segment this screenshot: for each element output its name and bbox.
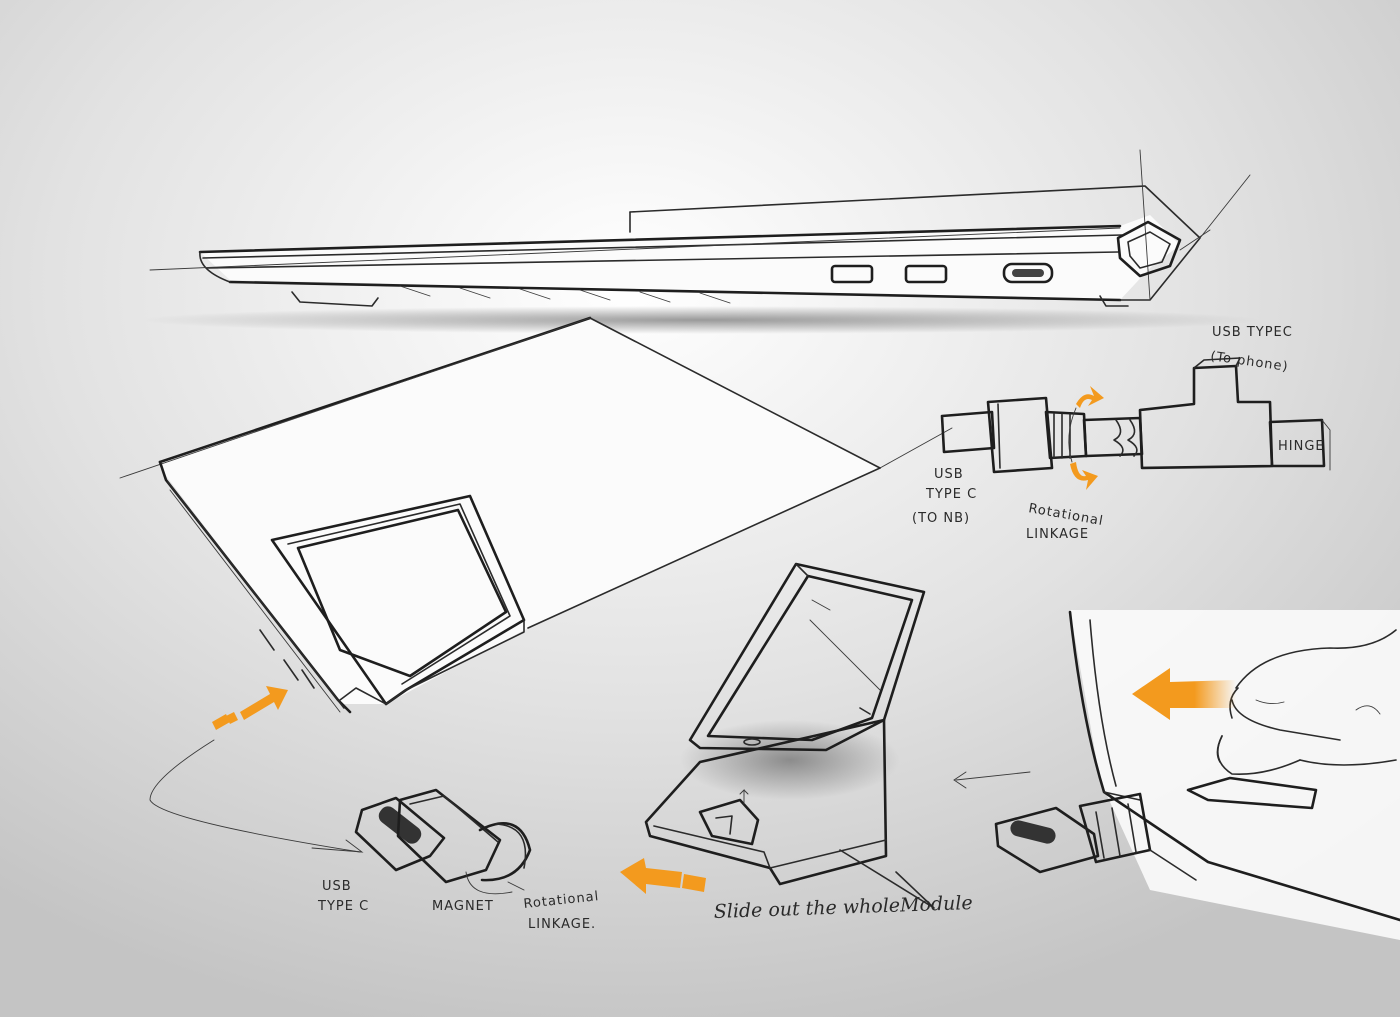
arrow-icon xyxy=(620,858,706,894)
svg-text:USB: USB xyxy=(322,879,352,894)
label-linkage-top: LINKAGE xyxy=(1026,527,1089,542)
label-usb-nb: USB xyxy=(934,467,964,482)
label-usb-typec-phone: USB TYPEC xyxy=(1212,325,1293,340)
laptop-shadow xyxy=(140,306,1260,334)
connector-exploded xyxy=(354,788,532,895)
label-linkage-bottom: LINKAGE. xyxy=(528,917,596,932)
linkage-detail xyxy=(940,357,1331,474)
phone-module xyxy=(270,494,526,706)
port-usb-a-1 xyxy=(830,264,874,284)
arrow-icon xyxy=(1132,668,1236,720)
laptop-perspective xyxy=(119,316,953,730)
laptop-side-view xyxy=(140,149,1260,334)
phone-slide-out xyxy=(644,562,935,909)
label-usb: USB xyxy=(322,879,352,894)
port-usb-a-2 xyxy=(904,264,948,284)
label-type-c-nb: TYPE C xyxy=(925,487,977,502)
rotation-arrow-icon xyxy=(1068,386,1104,490)
arrow-icon xyxy=(212,686,288,730)
label-to-nb: (TO NB) xyxy=(912,511,970,526)
port-usb-c xyxy=(1002,262,1054,284)
label-hinge: HINGE xyxy=(1278,439,1325,454)
label-magnet: MAGNET xyxy=(432,899,494,914)
svg-text:TYPE C: TYPE C xyxy=(317,899,369,914)
label-type-c: TYPE C xyxy=(317,899,369,914)
